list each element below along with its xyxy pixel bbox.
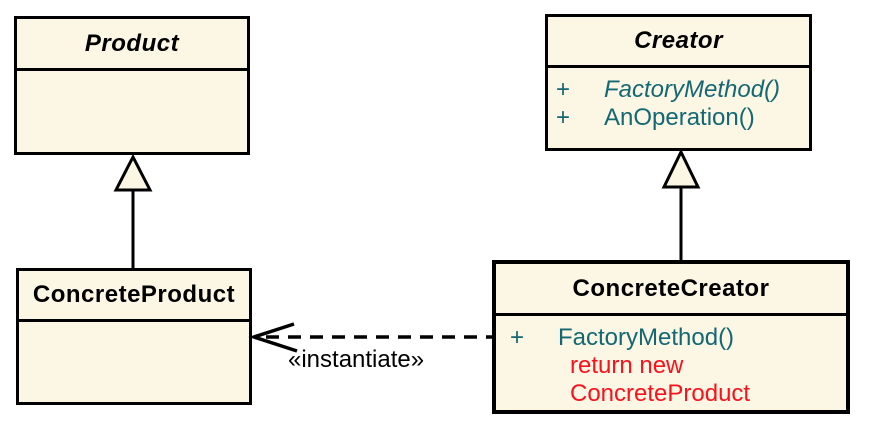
class-creator-title: Creator [548, 17, 809, 68]
class-creator-operations: + FactoryMethod() + AnOperation() [548, 68, 809, 148]
class-creator: Creator + FactoryMethod() + AnOperation(… [545, 14, 812, 151]
annotation-return-new: return new [570, 352, 684, 379]
method-anoperation: + AnOperation() [556, 104, 809, 132]
class-concretecreator-operations: + FactoryMethod() return new ConcretePro… [496, 316, 846, 410]
class-concreteproduct-body-empty [19, 322, 249, 402]
class-product-body-empty [17, 71, 247, 152]
method-factorymethod: + FactoryMethod() [510, 324, 846, 352]
class-concretecreator: ConcreteCreator + FactoryMethod() return… [492, 260, 850, 414]
hollow-triangle-icon [661, 148, 701, 189]
annotation-concreteproduct: ConcreteProduct [570, 380, 751, 407]
visibility-plus: + [556, 104, 571, 131]
generalization-concreteproduct-to-product [113, 153, 153, 269]
method-factorymethod: + FactoryMethod() [556, 76, 809, 104]
class-product-title: Product [17, 19, 247, 71]
visibility-plus: + [510, 324, 525, 351]
class-concreteproduct: ConcreteProduct [16, 268, 252, 405]
visibility-plus: + [556, 76, 571, 103]
instantiate-stereotype-label: «instantiate» [288, 346, 425, 373]
class-concreteproduct-title: ConcreteProduct [19, 271, 249, 322]
class-product: Product [14, 16, 250, 155]
generalization-concretecreator-to-creator [661, 148, 701, 261]
hollow-triangle-icon [113, 153, 153, 192]
method-signature: AnOperation() [604, 104, 755, 131]
method-signature: FactoryMethod() [558, 324, 735, 351]
method-signature: FactoryMethod() [604, 76, 781, 103]
class-concretecreator-title: ConcreteCreator [496, 264, 846, 316]
